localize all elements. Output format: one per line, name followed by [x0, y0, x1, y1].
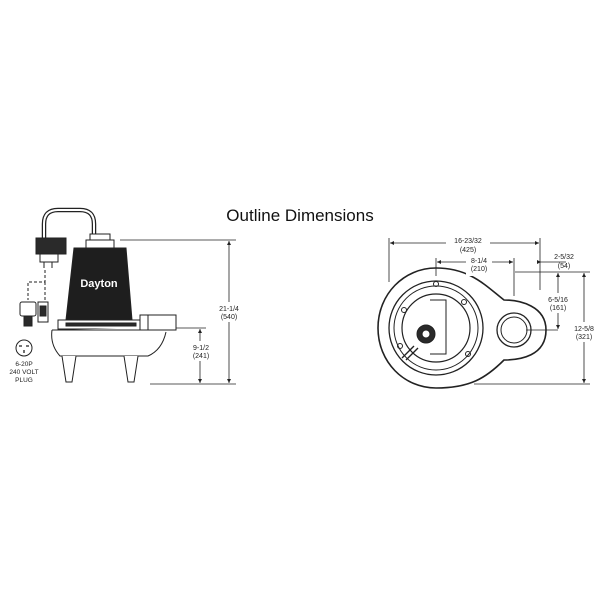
plug-type-label: 6-20P [15, 361, 32, 368]
plug-face-icon [15, 339, 33, 357]
offset-right-label: 2-5/32 [554, 254, 574, 261]
diagram-title: Outline Dimensions [226, 206, 374, 225]
side-view [15, 207, 177, 383]
brand-label: Dayton [80, 278, 118, 290]
support-legs [61, 355, 139, 383]
height-total-label: 21-1/4 [219, 306, 239, 313]
discharge-outlet [139, 314, 177, 331]
height-outlet-mm-label: (241) [193, 353, 209, 360]
height-total-top-mm-label: (321) [576, 334, 592, 341]
height-outlet-label: 9-1/2 [193, 345, 209, 352]
height-total-mm-label: (540) [221, 314, 237, 321]
width-total-label: 16-23/32 [454, 238, 482, 245]
height-total-top-label: 12-5/8 [574, 326, 594, 333]
plug-word-label: PLUG [15, 377, 33, 384]
width-center-mm-label: (210) [471, 266, 487, 273]
top-body-outline [377, 267, 547, 389]
height-partial-mm-label: (161) [550, 305, 566, 312]
top-view [377, 267, 547, 389]
top-outlet [496, 312, 532, 348]
float-switch [35, 237, 67, 255]
plug-voltage-label: 240 VOLT [9, 369, 38, 376]
offset-right-mm-label: (54) [558, 263, 570, 270]
width-center-label: 8-1/4 [471, 258, 487, 265]
plug-body [19, 301, 37, 317]
width-total-mm-label: (425) [460, 247, 476, 254]
height-partial-label: 6-5/16 [548, 297, 568, 304]
